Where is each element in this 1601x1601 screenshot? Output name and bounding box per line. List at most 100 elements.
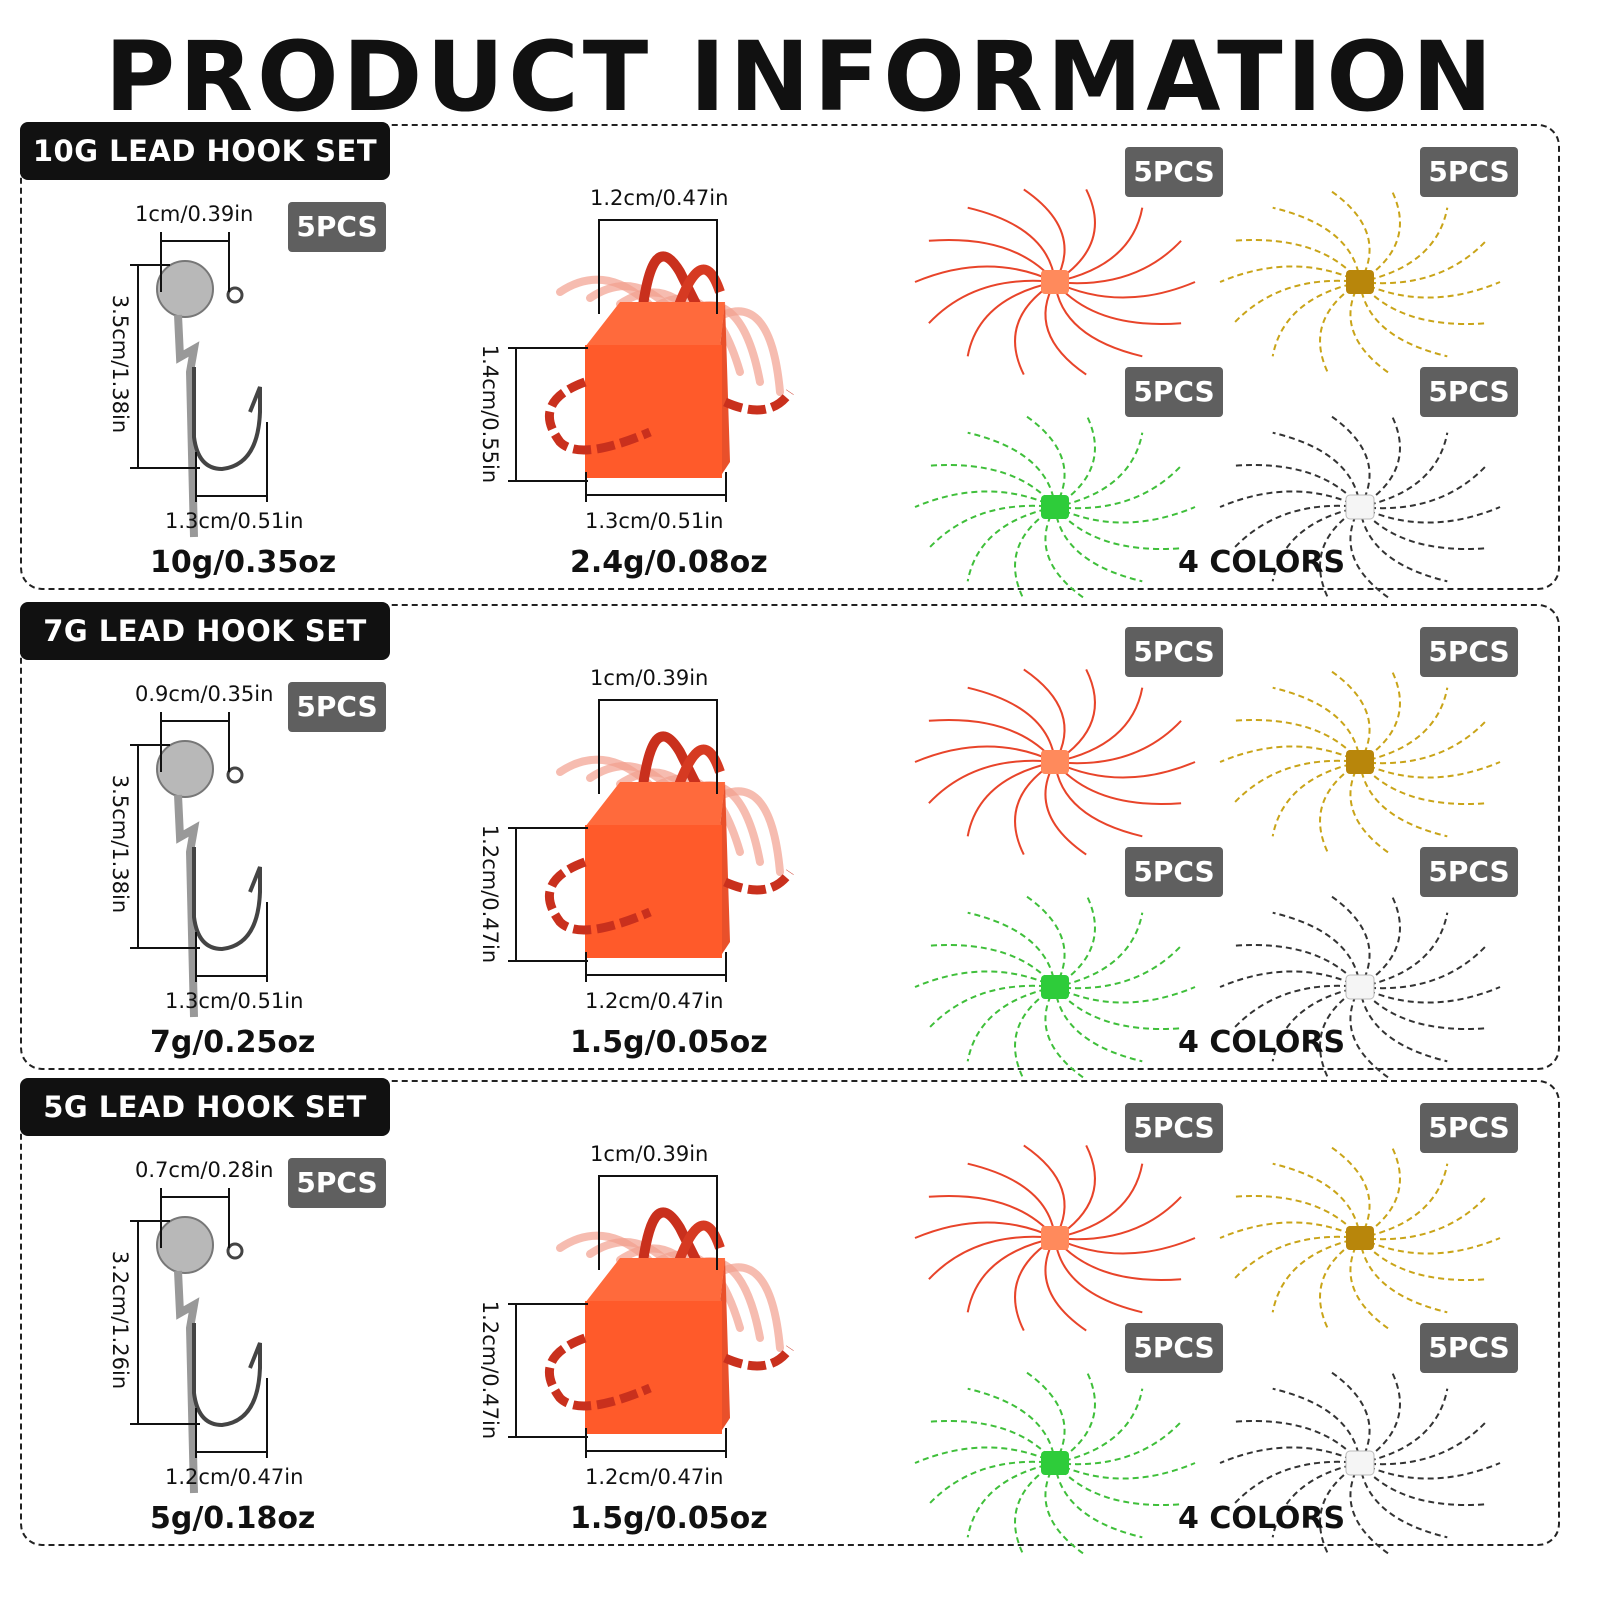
set-tag: 10G LEAD HOOK SET	[20, 122, 390, 180]
set-tag: 5G LEAD HOOK SET	[20, 1078, 390, 1136]
hook-length-label: 3.5cm/1.38in	[108, 774, 132, 914]
dimension-line	[130, 947, 200, 949]
dimension-line	[508, 1436, 588, 1438]
hook-weight: 10g/0.35oz	[150, 545, 337, 580]
dimension-line	[585, 974, 727, 976]
dimension-line	[515, 1303, 517, 1438]
dimension-line	[515, 827, 517, 962]
dimension-line	[160, 232, 162, 292]
skirt-lure-image	[1219, 1369, 1501, 1557]
hook-gap-label: 1.2cm/0.47in	[165, 1465, 304, 1489]
quantity-badge: 5PCS	[288, 682, 386, 732]
skirt-lure-image	[1219, 668, 1501, 856]
hook-width-label: 1cm/0.39in	[135, 202, 254, 226]
cube-height-label: 1.4cm/0.55in	[478, 344, 502, 484]
quantity-badge: 5PCS	[288, 1158, 386, 1208]
dimension-line	[508, 480, 588, 482]
dimension-line	[725, 472, 727, 502]
cube-depth-label: 1.2cm/0.47in	[585, 1465, 724, 1489]
dimension-line	[585, 494, 727, 496]
skirt-lure-image	[1219, 893, 1501, 1081]
dimension-line	[137, 744, 139, 949]
hook-weight: 5g/0.18oz	[150, 1501, 316, 1536]
hook-length-label: 3.5cm/1.38in	[108, 294, 132, 434]
quantity-badge: 5PCS	[288, 202, 386, 252]
hook-set-section: 7G LEAD HOOK SET 5PCS 0.9cm/0.35in 3.5cm/1.…	[0, 602, 1601, 1081]
set-tag: 7G LEAD HOOK SET	[20, 602, 390, 660]
dimension-line	[598, 1175, 716, 1177]
dimension-line	[508, 347, 588, 349]
dimension-line	[598, 1175, 600, 1270]
dimension-line	[160, 1188, 162, 1248]
quantity-badge: 5PCS	[1420, 627, 1518, 677]
dimension-line	[195, 1408, 197, 1458]
dimension-line	[585, 472, 587, 502]
foam-cube-image	[545, 731, 794, 958]
dimension-line	[228, 232, 230, 292]
page-title: PRODUCT INFORMATION	[104, 21, 1497, 133]
dimension-line	[598, 699, 716, 701]
quantity-badge: 5PCS	[1420, 1103, 1518, 1153]
dimension-line	[716, 1175, 718, 1270]
dimension-line	[585, 1428, 587, 1458]
dimension-line	[137, 264, 139, 469]
skirt-lure-image	[914, 413, 1196, 601]
dimension-line	[195, 452, 197, 502]
dimension-line	[515, 347, 517, 482]
skirt-lure-image	[914, 188, 1196, 376]
dimension-line	[266, 1378, 268, 1458]
foam-cube-image	[545, 251, 794, 478]
dimension-line	[716, 699, 718, 794]
colors-label: 4 COLORS	[1178, 545, 1346, 580]
dimension-line	[130, 467, 200, 469]
hook-width-label: 0.9cm/0.35in	[135, 682, 274, 706]
hook-gap-label: 1.3cm/0.51in	[165, 509, 304, 533]
jig-hook-image	[156, 260, 262, 538]
cube-width-label: 1cm/0.39in	[590, 666, 709, 690]
cube-weight: 2.4g/0.08oz	[570, 545, 768, 580]
dimension-line	[585, 952, 587, 982]
quantity-badge: 5PCS	[1125, 147, 1223, 197]
skirt-lure-image	[914, 668, 1196, 856]
dimension-line	[725, 952, 727, 982]
skirt-lure-image	[914, 893, 1196, 1081]
dimension-line	[725, 1428, 727, 1458]
quantity-badge: 5PCS	[1420, 147, 1518, 197]
colors-label: 4 COLORS	[1178, 1501, 1346, 1536]
dimension-line	[160, 720, 228, 722]
dimension-line	[598, 699, 600, 794]
cube-width-label: 1cm/0.39in	[590, 1142, 709, 1166]
dimension-line	[266, 902, 268, 982]
dimension-line	[585, 1450, 727, 1452]
dimension-line	[195, 495, 267, 497]
hook-set-section: 10G LEAD HOOK SET 5PCS 1cm/0.39in 3.5cm/1.3…	[0, 122, 1601, 601]
dimension-line	[598, 219, 600, 314]
dimension-line	[266, 422, 268, 502]
skirt-lure-image	[914, 1144, 1196, 1332]
hook-width-label: 0.7cm/0.28in	[135, 1158, 274, 1182]
dimension-line	[195, 932, 197, 982]
dimension-line	[598, 219, 716, 221]
cube-width-label: 1.2cm/0.47in	[590, 186, 729, 210]
hook-gap-label: 1.3cm/0.51in	[165, 989, 304, 1013]
dimension-line	[130, 744, 170, 746]
dimension-line	[137, 1220, 139, 1425]
section-frame	[20, 604, 1560, 1070]
quantity-badge: 5PCS	[1420, 367, 1518, 417]
dimension-line	[160, 1196, 228, 1198]
jig-hook-image	[156, 740, 262, 1018]
dimension-line	[508, 1303, 588, 1305]
cube-depth-label: 1.2cm/0.47in	[585, 989, 724, 1013]
quantity-badge: 5PCS	[1420, 847, 1518, 897]
dimension-line	[160, 240, 228, 242]
colors-label: 4 COLORS	[1178, 1025, 1346, 1060]
cube-depth-label: 1.3cm/0.51in	[585, 509, 724, 533]
cube-weight: 1.5g/0.05oz	[570, 1025, 768, 1060]
dimension-line	[508, 960, 588, 962]
cube-height-label: 1.2cm/0.47in	[478, 824, 502, 964]
dimension-line	[130, 264, 170, 266]
quantity-badge: 5PCS	[1125, 367, 1223, 417]
cube-height-label: 1.2cm/0.47in	[478, 1300, 502, 1440]
quantity-badge: 5PCS	[1125, 627, 1223, 677]
